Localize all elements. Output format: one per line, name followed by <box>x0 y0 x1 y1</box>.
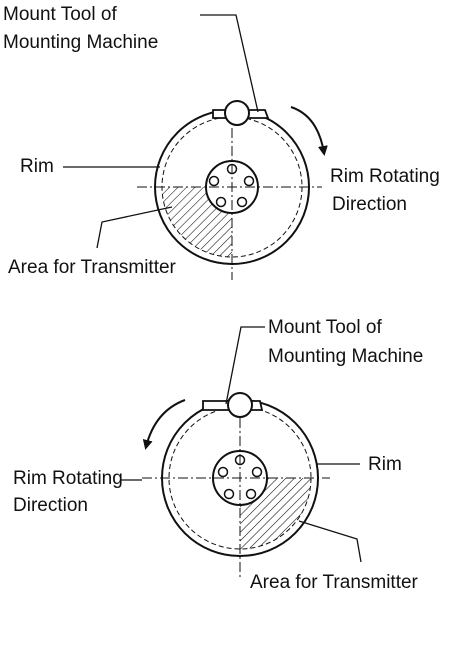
diagram-2-wheel <box>120 326 362 578</box>
rotation-label-2-line2: Direction <box>13 495 88 516</box>
lug-hole-1c <box>236 196 248 208</box>
mount-tool-roller-1 <box>224 100 250 126</box>
lug-hole-2c <box>245 488 257 500</box>
rotation-label-1-line1: Rim Rotating <box>330 166 440 187</box>
leader-transmitter-2 <box>298 520 362 563</box>
rotation-arrow-1 <box>290 106 328 156</box>
lug-hole-2d <box>223 488 235 500</box>
mount-tool-label-1-line2: Mounting Machine <box>3 32 159 53</box>
mount-tool-label-2-line2: Mounting Machine <box>268 346 424 367</box>
transmitter-area-label-2: Area for Transmitter <box>250 572 418 593</box>
transmitter-area-label-1: Area for Transmitter <box>8 257 176 278</box>
rotation-label-2-line1: Rim Rotating <box>13 468 123 489</box>
lug-hole-2b <box>251 466 263 478</box>
mount-tool-roller-2 <box>227 392 253 418</box>
rim-label-2: Rim <box>368 454 402 475</box>
leader-transmitter-1 <box>96 206 173 249</box>
leader-mount-tool-1 <box>200 14 259 113</box>
lug-hole-1d <box>215 196 227 208</box>
diagram-1-wheel <box>63 14 328 280</box>
mount-tool-label-1-line1: Mount Tool of <box>3 4 117 25</box>
lug-hole-1b <box>243 175 255 187</box>
rotation-label-1-line2: Direction <box>332 194 407 215</box>
leader-mount-tool-2 <box>225 326 265 405</box>
mount-tool-label-2-line1: Mount Tool of <box>268 317 382 338</box>
lug-hole-2e <box>217 466 229 478</box>
rotation-arrow-2 <box>142 399 186 450</box>
rim-label-1: Rim <box>20 156 54 177</box>
lug-hole-1e <box>208 175 220 187</box>
